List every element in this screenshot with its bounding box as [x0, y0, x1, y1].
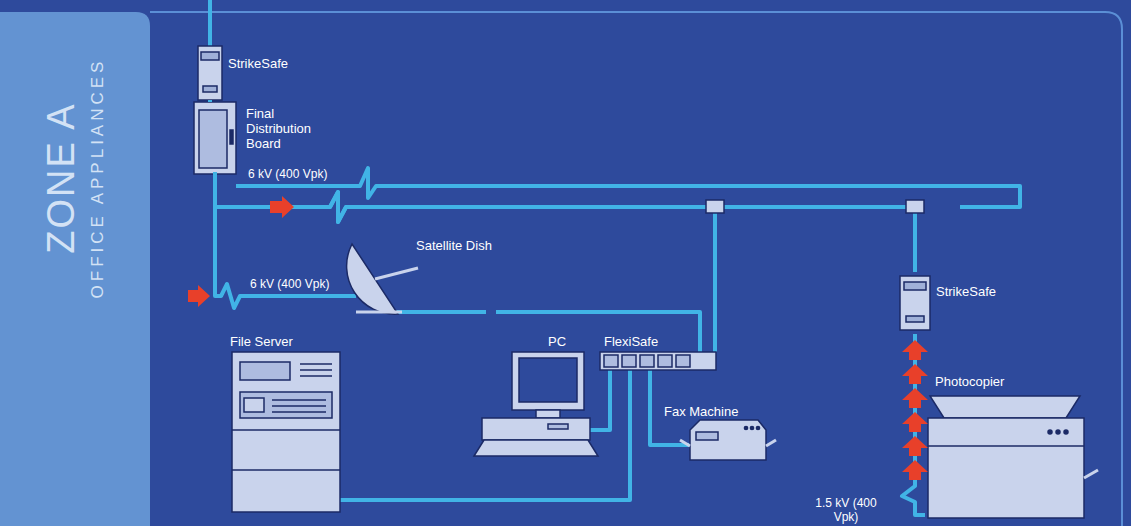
power-wire: [208, 100, 212, 102]
zone-band: [0, 12, 150, 526]
power-strip-icon: [600, 352, 716, 370]
power-wire: [215, 172, 336, 308]
junction-box: [706, 200, 724, 213]
surge-protector-icon: [198, 46, 222, 100]
surge-protector-icon: [900, 276, 930, 330]
node-label: Final Distribution Board: [246, 106, 320, 151]
surge-arrow: [188, 196, 928, 480]
fax-machine-icon: [680, 420, 776, 460]
zone-subtitle: OFFICE APPLIANCES: [88, 58, 108, 299]
node-label: Fax Machine: [664, 404, 738, 419]
voltage-label: 1.5 kV (400 Vpk): [810, 496, 882, 524]
distribution-board: Final Distribution Board: [192, 102, 324, 172]
fax-machine: Fax Machine: [660, 404, 770, 466]
voltage-label: 6 kV (400 Vpk): [250, 277, 329, 291]
power-wire: [650, 374, 660, 445]
zone-title: ZONE A: [38, 102, 82, 253]
file-server: File Server: [228, 334, 342, 514]
node-label: Photocopier: [935, 374, 1004, 389]
photocopier: Photocopier: [925, 372, 1095, 522]
satellite-dish-icon: [347, 244, 418, 314]
computer-icon: [474, 352, 598, 456]
photocopier-icon: [928, 396, 1098, 518]
distribution-board-icon: [194, 102, 236, 174]
panel-border: [150, 12, 1122, 526]
node-label: FlexiSafe: [604, 334, 658, 349]
node-label: File Server: [230, 334, 293, 349]
power-wire: [600, 374, 610, 430]
surge-protector: StrikeSafe: [196, 44, 292, 100]
power-strip: FlexiSafe: [598, 334, 720, 374]
node-label: StrikeSafe: [936, 284, 996, 299]
node-label: Satellite Dish: [416, 238, 492, 253]
computer: PC: [470, 334, 600, 459]
power-wire: [496, 312, 700, 334]
node-label: StrikeSafe: [228, 56, 288, 71]
surge-protector: StrikeSafe: [896, 272, 1006, 334]
voltage-label: 6 kV (400 Vpk): [248, 167, 327, 181]
power-wire: [215, 172, 915, 272]
node-label: PC: [548, 334, 566, 349]
junction-box: [906, 200, 924, 213]
satellite-dish: Satellite Dish: [336, 236, 496, 320]
file-server-icon: [232, 352, 340, 512]
power-wire: [215, 172, 715, 334]
power-wire: [342, 374, 630, 500]
